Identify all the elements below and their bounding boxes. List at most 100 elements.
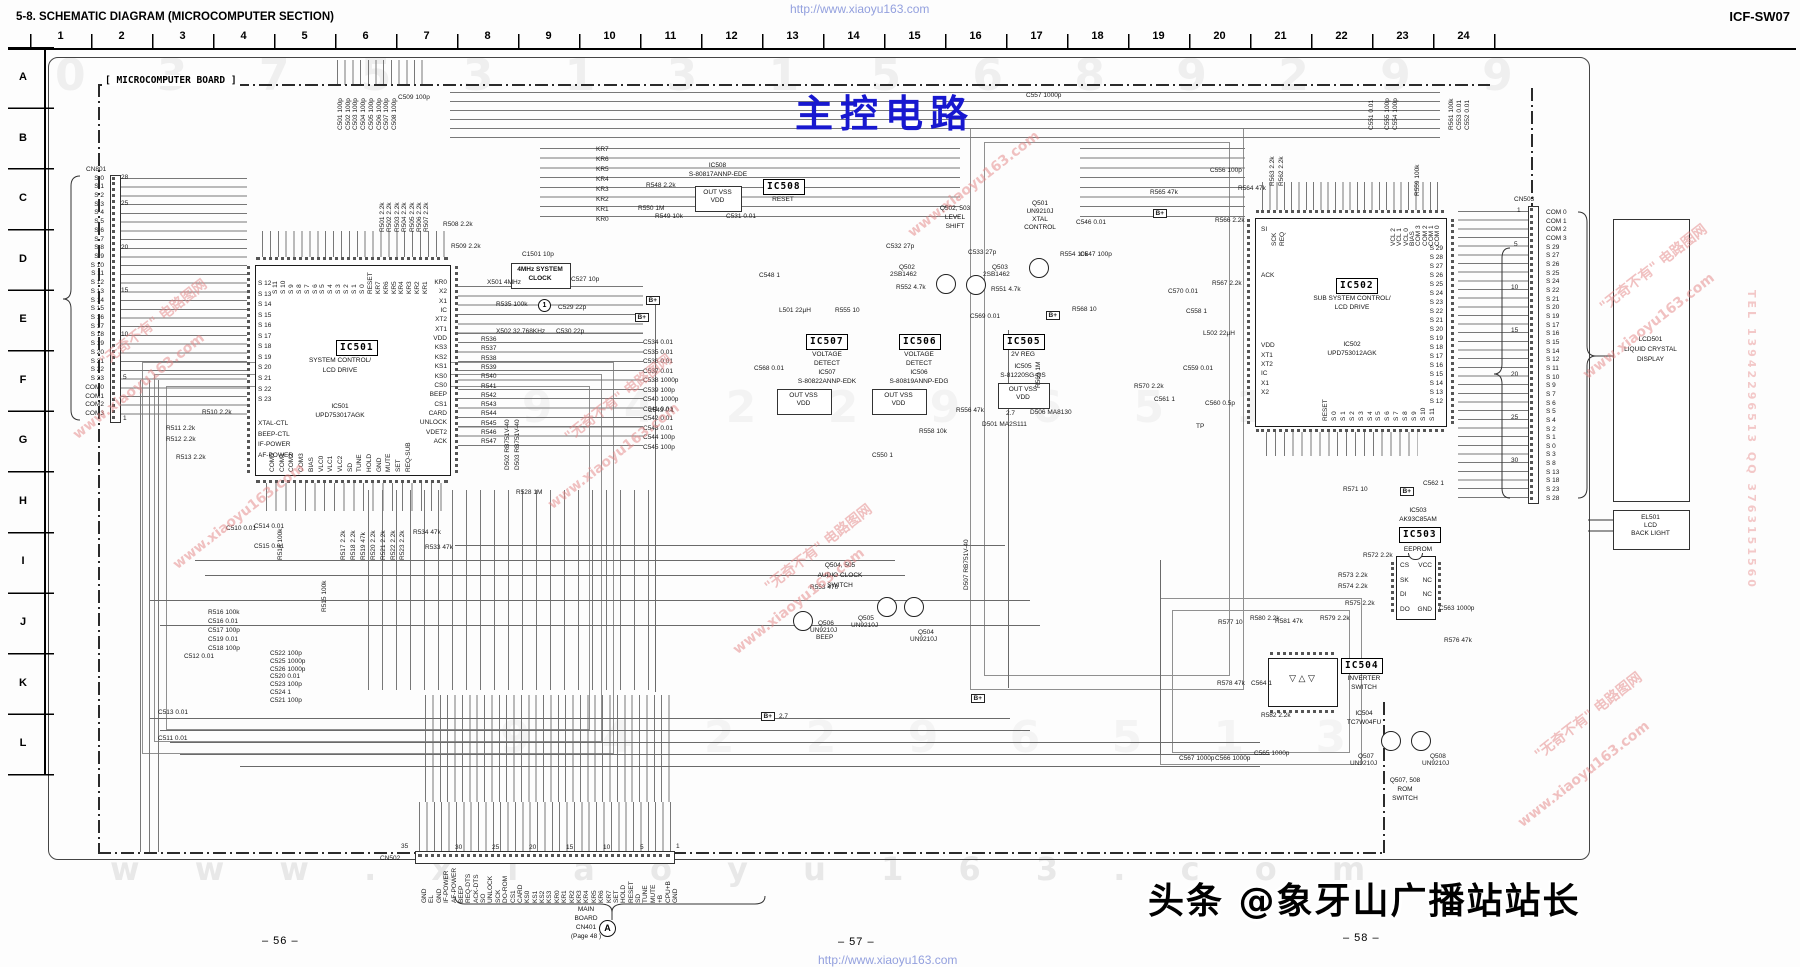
component-label: C516 0.01 bbox=[208, 618, 238, 625]
ic502-pin-label: S 8 bbox=[1402, 411, 1410, 421]
ic508-part2: S-80817ANNP-EDE bbox=[688, 171, 748, 178]
level-shift-l3: SHIFT bbox=[945, 223, 965, 230]
ic501-pin-label: REQ-SUB bbox=[404, 442, 412, 472]
component-label: UN9210J bbox=[1350, 760, 1378, 767]
transistor-q503 bbox=[966, 275, 986, 295]
component-label: 20 bbox=[529, 844, 537, 851]
component-label: C522 100p bbox=[270, 650, 302, 657]
grid-col-number: 2 bbox=[118, 30, 125, 42]
component-label: C507 100p bbox=[383, 98, 391, 130]
component-label: B+ bbox=[1153, 209, 1167, 219]
lcd-l1: LCD501 bbox=[1638, 336, 1663, 343]
component-label: C1501 10p bbox=[522, 251, 554, 258]
component-label: C521 100p bbox=[270, 696, 302, 704]
ic506-part2: S-80819ANNP-EDG bbox=[889, 378, 949, 385]
ic502-pin-label: S 1 bbox=[1339, 411, 1347, 421]
ic501-pin-label: BIAS bbox=[307, 457, 315, 472]
grid-col-number: 5 bbox=[301, 30, 308, 42]
ic503-pin-label: SK bbox=[1400, 576, 1409, 584]
component-label: R578 47k bbox=[1217, 680, 1245, 687]
component-label: C513 0.01 bbox=[158, 709, 188, 716]
ic505-part2: S-81220SG-QS bbox=[1000, 372, 1046, 379]
level-shift-l2: LEVEL bbox=[944, 214, 966, 221]
grid-row-letter: E bbox=[19, 313, 27, 326]
ic504-bottom-pins bbox=[1270, 710, 1334, 713]
level-shift-l1: Q502, 503 bbox=[939, 205, 971, 212]
cn503-connector bbox=[1528, 206, 1539, 504]
ic501-pin-label: KR0 bbox=[434, 279, 447, 286]
ic502-pin-label: S 19 bbox=[1429, 335, 1443, 342]
cn503-pin-label: S 5 bbox=[1546, 408, 1556, 416]
grid-col-number: 21 bbox=[1274, 30, 1287, 42]
component-label: C532 27p bbox=[886, 243, 915, 250]
ic501-pin-label: KR3 bbox=[406, 281, 414, 294]
ic502-label: IC502 bbox=[1336, 278, 1378, 294]
component-label: R570 2.2k bbox=[1134, 383, 1164, 390]
grid-row-letter: G bbox=[18, 434, 28, 447]
cn503-pin-label: S 21 bbox=[1546, 295, 1560, 303]
board-dash-bottom bbox=[98, 852, 1384, 854]
component-label: L501 22µH bbox=[779, 307, 811, 314]
cn801-pin-label: S 8 bbox=[94, 244, 104, 252]
component-label: R508 2.2k bbox=[443, 221, 473, 228]
ic502-role2: LCD DRIVE bbox=[1334, 304, 1370, 311]
ic501-pin-label: COM0 bbox=[269, 453, 276, 472]
wire bbox=[1160, 560, 1161, 755]
component-label: C557 1000p bbox=[1026, 92, 1062, 99]
signal-label: KR7 bbox=[596, 146, 609, 153]
cn502-pin-label: KR7 bbox=[605, 890, 613, 903]
component-label: R553 470 bbox=[810, 584, 839, 591]
ic501-pin-label: S 21 bbox=[258, 374, 272, 382]
cn801-pin-label: S 17 bbox=[90, 322, 104, 330]
ic504-top-pins bbox=[1270, 652, 1334, 655]
audio-clock-l3: SWITCH bbox=[827, 582, 853, 589]
ic501-pin-label: S 11 bbox=[272, 281, 279, 294]
cn502-pin-label: EL bbox=[428, 895, 436, 903]
ic502-pin-label: S 18 bbox=[1429, 344, 1443, 351]
ic501-pin-label: SET bbox=[395, 459, 403, 472]
component-label: 28 bbox=[121, 174, 129, 181]
component-label: D501 MA2S111 bbox=[982, 421, 1027, 428]
wire-bundle-cn502 bbox=[419, 802, 672, 852]
transistor-q508 bbox=[1411, 731, 1431, 751]
ic503-pin-label: VCC bbox=[1418, 562, 1432, 569]
wire bbox=[180, 754, 1270, 755]
ic501-pin-label: AF-POWER bbox=[258, 451, 294, 459]
component-label: D506 MA8130 bbox=[1030, 409, 1072, 416]
ic506-role1: VOLTAGE bbox=[904, 351, 934, 358]
ic501-pin-label: GND bbox=[375, 457, 383, 472]
ic505-sym2: VDD bbox=[1016, 394, 1030, 401]
component-label: UN9210J bbox=[910, 636, 938, 643]
grid-col-number: 20 bbox=[1213, 30, 1226, 42]
ic503-role: EEPROM bbox=[1403, 546, 1433, 553]
ic501-bottom-stubs bbox=[266, 483, 446, 511]
wire bbox=[205, 575, 905, 576]
transistor-q502 bbox=[936, 274, 956, 294]
component-label: R562 2.2k bbox=[1278, 156, 1285, 186]
grid-col-number: 4 bbox=[240, 30, 247, 42]
ic501-pin-label: VDET2 bbox=[426, 428, 447, 436]
cn503-pin-label: S 25 bbox=[1546, 269, 1560, 277]
component-label: C526 1000p bbox=[270, 665, 306, 673]
transistor-q504 bbox=[904, 597, 924, 617]
component-label: R575 2.2k bbox=[1345, 600, 1375, 607]
component-label: R505 2.2k bbox=[408, 202, 416, 232]
callout-a: A bbox=[599, 920, 616, 937]
ic502-pin-label: S 0 bbox=[1330, 411, 1338, 421]
component-label: 2.7 bbox=[1006, 410, 1016, 417]
component-label: UN9210J bbox=[1422, 760, 1450, 767]
ic502-pin-label: S 6 bbox=[1384, 411, 1392, 421]
cn801-pin-label: S 16 bbox=[90, 314, 104, 322]
component-label: C525 1000p bbox=[270, 657, 306, 665]
cn503-pin-label: S 16 bbox=[1546, 330, 1560, 338]
ic502-top-stubs bbox=[1262, 182, 1440, 210]
ic502-pin-label: S 16 bbox=[1429, 362, 1443, 369]
ic501-pin-label: S 16 bbox=[258, 322, 272, 330]
grid-col-number: 7 bbox=[423, 30, 430, 42]
component-label: 5 bbox=[123, 374, 127, 381]
ic502-pin-label: S 5 bbox=[1375, 411, 1383, 421]
ic507-role2: DETECT bbox=[814, 360, 840, 367]
component-label: C510 0.01 bbox=[226, 525, 256, 532]
wire bbox=[160, 625, 1040, 626]
clock-box bbox=[511, 263, 571, 289]
